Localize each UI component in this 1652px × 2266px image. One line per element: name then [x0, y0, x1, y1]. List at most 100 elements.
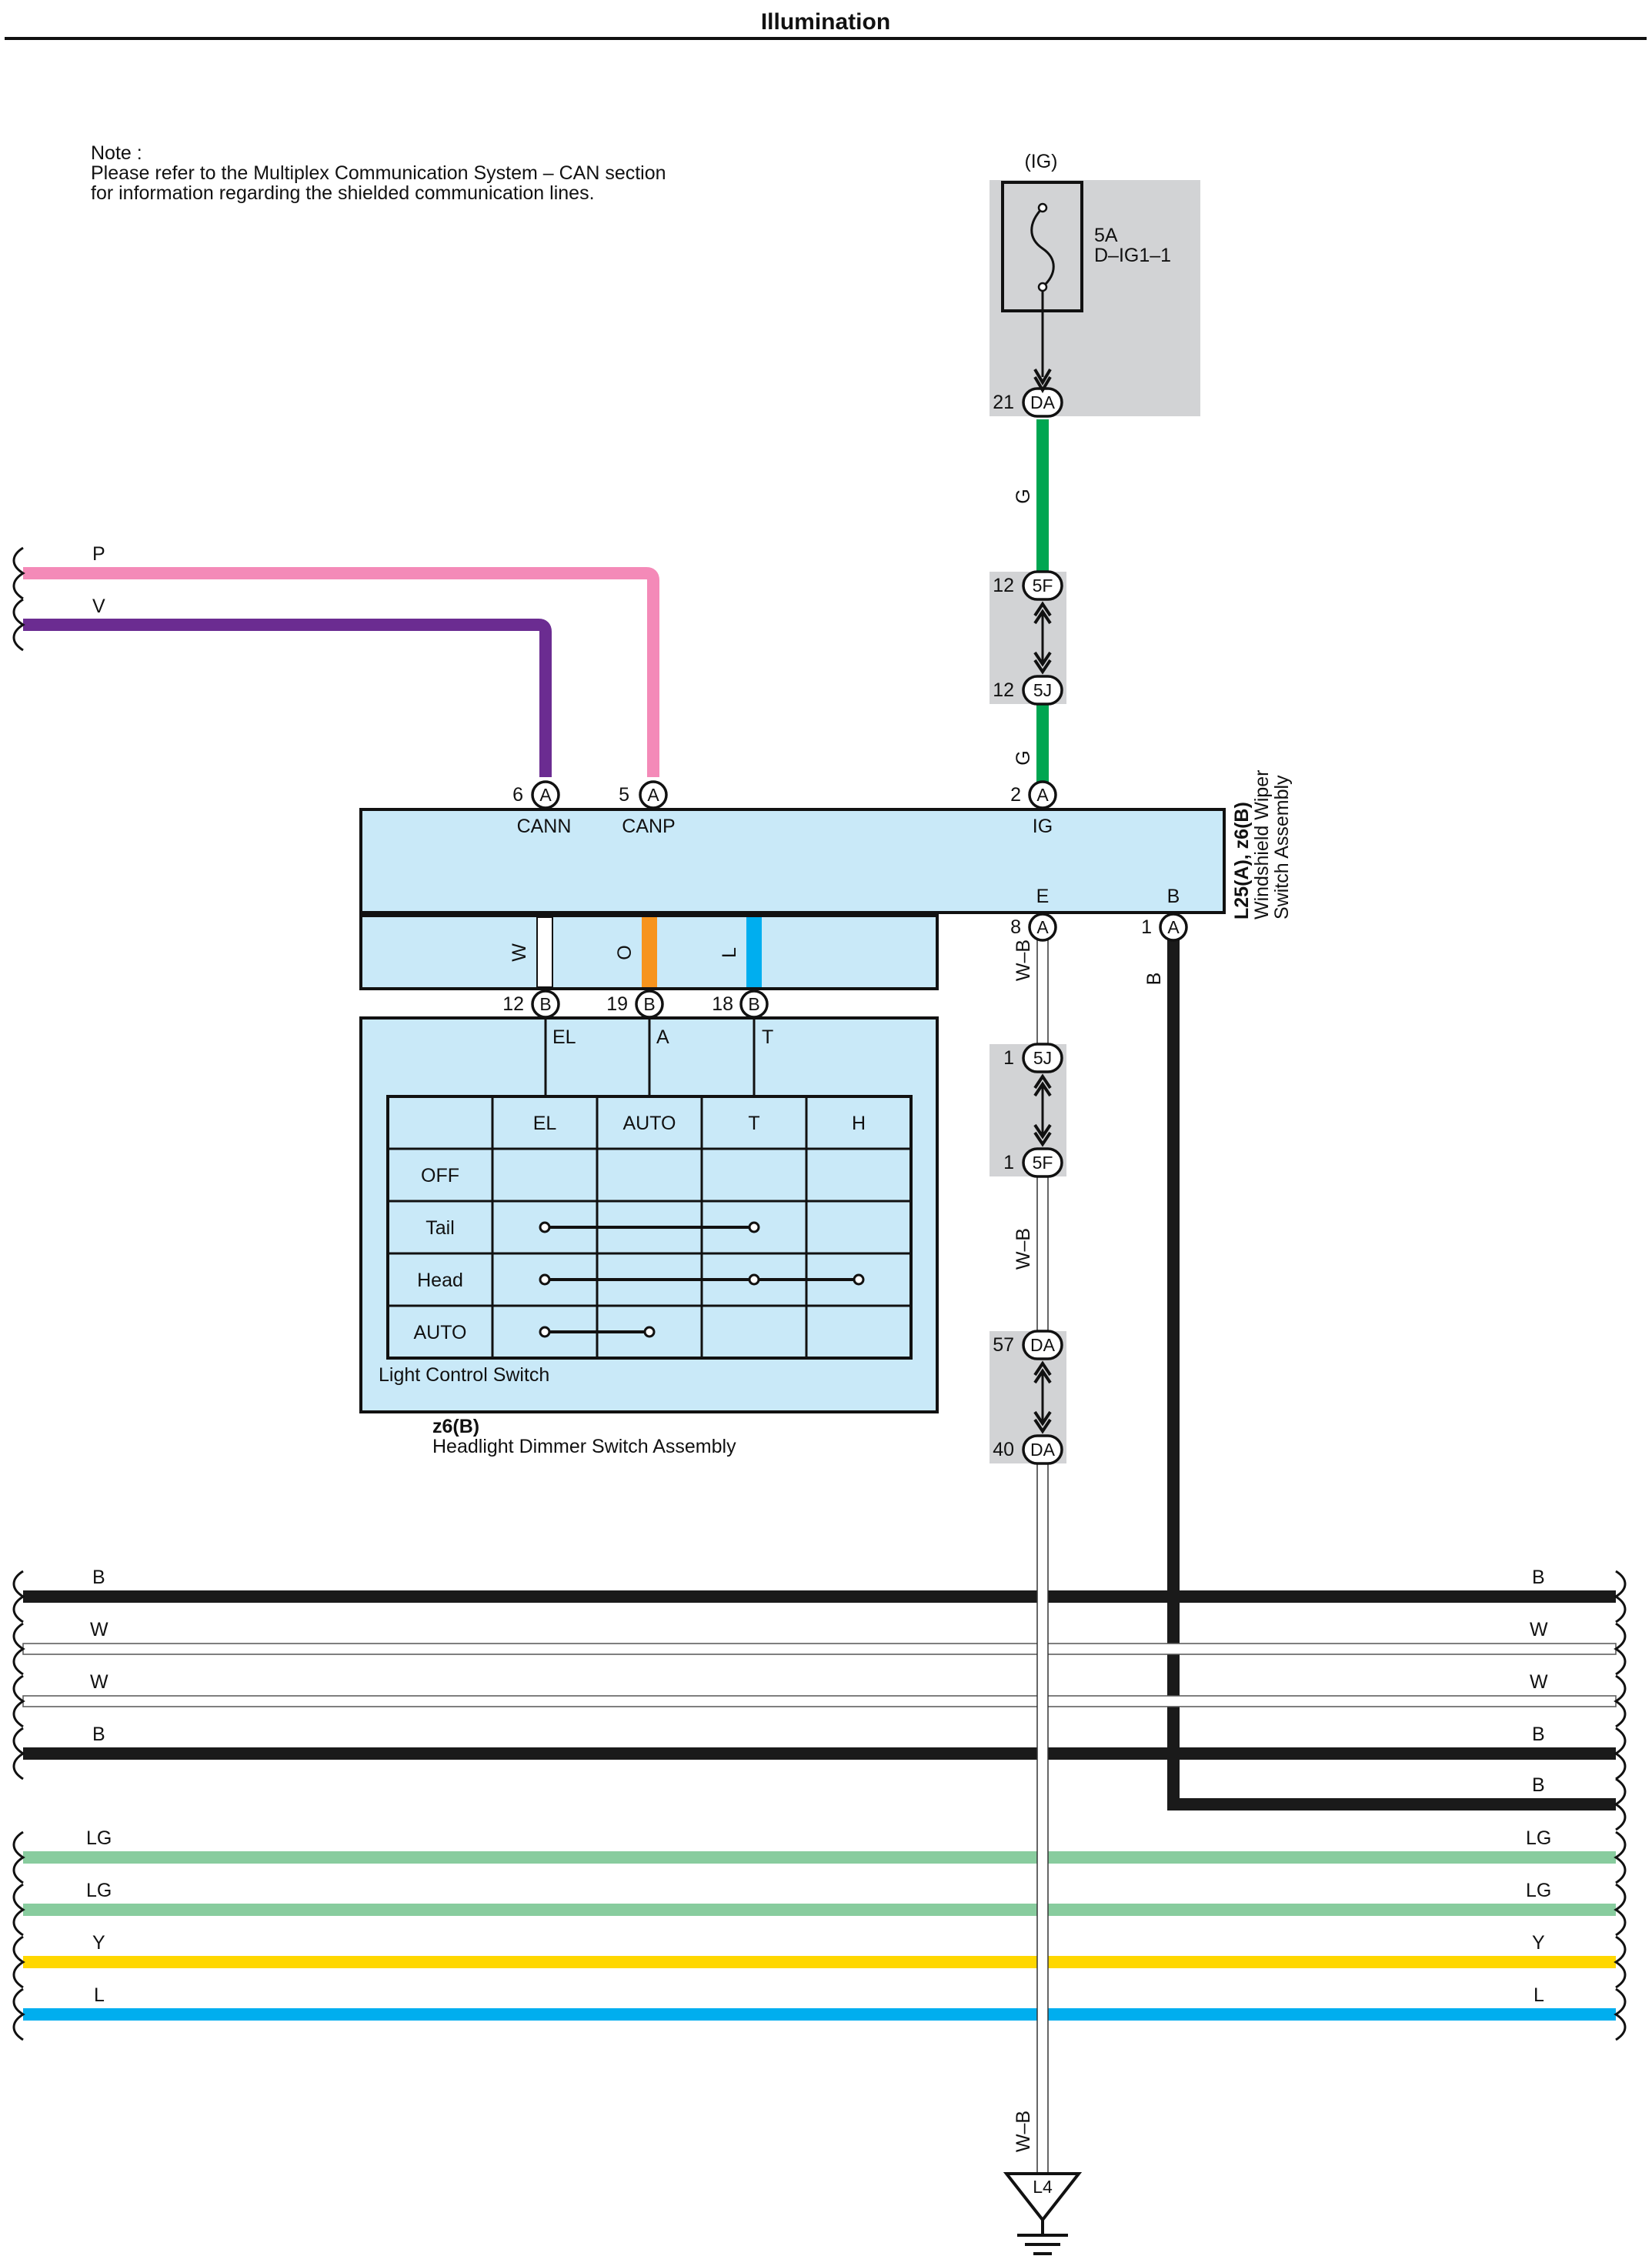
internal-wire-w	[536, 916, 553, 988]
bus-label-left-3: B	[92, 1724, 105, 1745]
connector-1a-pin: 1	[1141, 916, 1152, 938]
bus-label-left-0: B	[92, 1567, 105, 1588]
connector-6a-letter: A	[539, 785, 552, 805]
connector-21da-pin: 21	[993, 392, 1014, 413]
connector-19b	[635, 989, 664, 1019]
connector-1-5j-pin: 1	[1003, 1047, 1014, 1069]
bus-label-right-3: B	[1532, 1724, 1545, 1745]
connector-6a-pin: 6	[512, 784, 523, 806]
connector-57-da-pin: 57	[993, 1334, 1014, 1356]
switch-col-auto: AUTO	[623, 1113, 676, 1134]
wiper-switch-name-2: Switch Assembly	[1271, 775, 1293, 919]
connector-1-5f-letter: 5F	[1033, 1153, 1053, 1173]
right-wire-breaks	[1614, 1570, 1627, 2041]
fuse-name: D–IG1–1	[1094, 245, 1171, 266]
wiper-switch-name-1: Windshield Wiper	[1251, 769, 1273, 919]
ground-wire	[1036, 936, 1049, 2174]
page-title: Illumination	[761, 9, 890, 35]
ground-wire-segment-1	[1036, 936, 1049, 1051]
connector-1a-letter: A	[1167, 917, 1180, 937]
connector-5a-letter: A	[647, 785, 659, 805]
connector-1-5f-pin: 1	[1003, 1152, 1014, 1173]
dimmer-code: z6(B)	[432, 1416, 479, 1437]
note-line-2: for information regarding the shielded c…	[91, 182, 595, 204]
connector-12b-letter: B	[539, 994, 551, 1014]
ground-wire-segment-2	[1036, 1170, 1049, 1337]
fuse-icon	[1030, 206, 1055, 289]
connector-18b-letter: B	[748, 994, 759, 1014]
bus-label-right-0: B	[1532, 1567, 1545, 1588]
pin-label-cann: CANN	[517, 816, 572, 837]
connector-40-da	[1022, 1434, 1063, 1465]
junction-1-arrow-down-icon	[1033, 651, 1052, 675]
note-line-1: Please refer to the Multiplex Communicat…	[91, 162, 666, 184]
internal-wire-w-label: W	[509, 943, 530, 962]
bus-label-left-2: W	[90, 1671, 108, 1693]
leg-label-t: T	[762, 1026, 773, 1048]
internal-wire-o-label: O	[614, 945, 636, 959]
can-high-wire	[23, 619, 552, 777]
fuse-block	[990, 180, 1200, 416]
pin-label-b: B	[1167, 886, 1180, 907]
connector-8a-letter: A	[1036, 917, 1049, 937]
ground-wire-segment-3	[1036, 1457, 1049, 2174]
ground-point-triangle	[1003, 2172, 1083, 2223]
bus-label-left-1: W	[90, 1619, 108, 1640]
ground-wire-label-2: W–B	[1013, 1228, 1034, 1270]
connector-2a-letter: A	[1036, 785, 1049, 805]
fuse-end-top	[1037, 202, 1048, 213]
switch-row-head: Head	[417, 1270, 463, 1291]
connector-5a	[639, 780, 668, 809]
connector-1-5f	[1022, 1147, 1063, 1178]
pin-label-e: E	[1036, 886, 1050, 907]
connector-12-5f	[1022, 570, 1063, 601]
connector-8a	[1028, 913, 1057, 942]
continuity-auto	[539, 1326, 656, 1338]
connector-12-5f-letter: 5F	[1033, 576, 1053, 596]
ground-point-label: L4	[1033, 2177, 1053, 2197]
connector-12b	[531, 989, 560, 1019]
switch-col-t: T	[748, 1113, 759, 1134]
bus-line-w-1	[22, 1643, 1617, 1655]
ig-wire-lower-label: G	[1013, 750, 1034, 765]
can-high-wire-label: V	[92, 596, 105, 617]
wiper-switch-body	[359, 808, 1226, 914]
bus-label-right-4: B	[1532, 1774, 1545, 1796]
bus-label-right-8: L	[1534, 1984, 1544, 2006]
junction-2-arrow-down-icon	[1033, 1123, 1052, 1147]
connector-57-da	[1022, 1330, 1063, 1360]
bus-line-w-2	[22, 1695, 1617, 1707]
connector-18b	[739, 989, 769, 1019]
connector-6a	[531, 780, 560, 809]
switch-row-auto: AUTO	[414, 1322, 467, 1343]
ig-wire-upper-label: G	[1013, 489, 1034, 503]
connector-2a	[1028, 780, 1057, 809]
connector-5a-pin: 5	[619, 784, 629, 806]
note-heading: Note :	[91, 142, 142, 164]
b-drop-wire-label: B	[1143, 973, 1165, 986]
connector-1a	[1159, 913, 1188, 942]
left-wire-breaks	[12, 546, 25, 2041]
connector-8a-pin: 8	[1010, 916, 1021, 938]
leg-label-a: A	[656, 1026, 669, 1048]
connector-12-5j-pin: 12	[993, 679, 1014, 701]
connector-12-5f-pin: 12	[993, 575, 1014, 596]
connector-40-da-pin: 40	[993, 1439, 1014, 1460]
connector-1-5j-letter: 5J	[1033, 1048, 1052, 1068]
wiper-switch-code: L25(A), z6(B)	[1231, 802, 1253, 919]
continuity-head	[539, 1273, 865, 1286]
bus-label-right-2: W	[1530, 1671, 1548, 1693]
connector-12-5j-letter: 5J	[1033, 680, 1052, 700]
dimmer-name: Headlight Dimmer Switch Assembly	[432, 1436, 736, 1457]
connector-1-5j	[1022, 1043, 1063, 1073]
fuse-arrow-icon	[1033, 368, 1052, 393]
can-low-wire	[23, 567, 659, 777]
b-drop-wire	[1167, 931, 1616, 1810]
switch-col-el: EL	[533, 1113, 557, 1134]
connector-18b-pin: 18	[712, 993, 733, 1015]
connector-19b-pin: 19	[606, 993, 628, 1015]
leg-label-el: EL	[552, 1026, 576, 1048]
internal-wire-l-label: L	[719, 947, 740, 958]
fuse-rating: 5A	[1094, 225, 1118, 246]
